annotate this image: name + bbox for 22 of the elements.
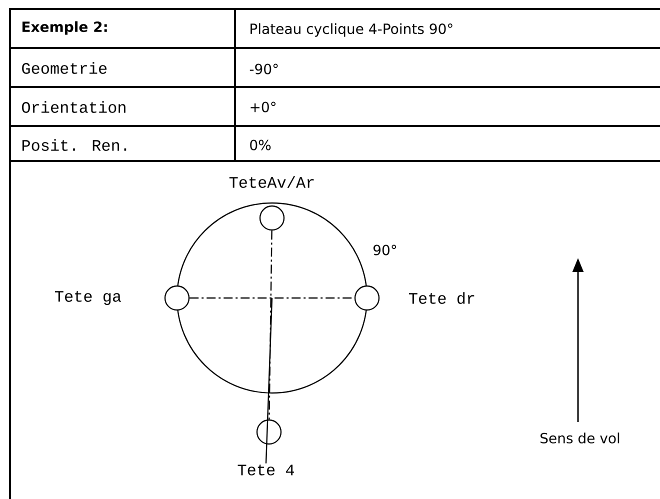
ball-link-circle <box>259 205 285 231</box>
ball-link-circle <box>354 285 380 311</box>
swashplate-circle <box>176 202 368 394</box>
table-cell: Orientation <box>22 101 126 113</box>
table-cell: +0° <box>250 102 276 112</box>
angle-label: 90° <box>373 244 396 256</box>
point-label: TeteAv/Ar <box>229 176 314 188</box>
ball-link-circle <box>256 419 282 445</box>
point-label: Tete 4 <box>236 464 296 476</box>
table-cell: Geometrie <box>22 62 107 74</box>
point-label: Tete ga <box>55 291 122 305</box>
center-line <box>190 297 354 299</box>
table-cell: Posit. Ren. <box>22 139 126 151</box>
table-cell: Plateau cyclique 4-Points 90° <box>250 23 452 37</box>
ball-link-circle <box>164 285 190 311</box>
direction-label: Sens de vol <box>540 432 620 444</box>
table-cell: 0% <box>250 140 271 150</box>
leader-line <box>265 298 273 464</box>
point-label: Tete dr <box>409 292 474 304</box>
center-line <box>268 230 272 420</box>
table-cell: -90° <box>250 64 278 74</box>
table-heading: Exemple 2: <box>22 21 107 35</box>
